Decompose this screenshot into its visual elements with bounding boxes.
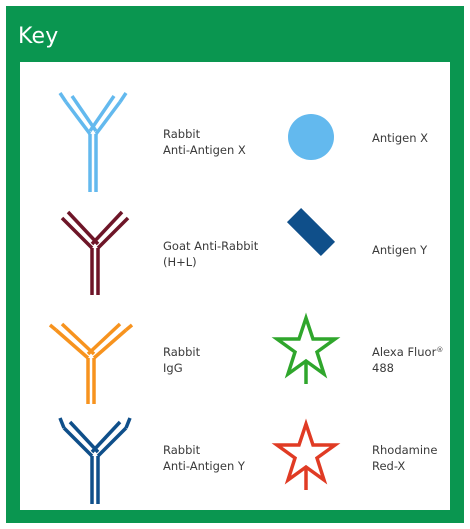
label-line: Rabbit (163, 443, 201, 457)
label-line: Antigen Y (372, 243, 428, 257)
label-line: (H+L) (163, 255, 197, 269)
rabbit-anti-antigen-y-icon (58, 417, 132, 504)
label-rabbit-anti-antigen-x: Rabbit Anti-Antigen X (163, 126, 246, 158)
label-rabbit-anti-antigen-y: Rabbit Anti-Antigen Y (163, 442, 245, 474)
rabbit-anti-antigen-x-icon (58, 92, 128, 192)
label-line: IgG (163, 361, 183, 375)
alexa-fluor-star-icon (271, 312, 341, 384)
label-line: 488 (372, 361, 394, 375)
registered-mark: ® (436, 346, 444, 354)
label-antigen-x: Antigen X (372, 130, 428, 146)
label-line: Alexa Fluor® (372, 344, 443, 360)
label-line: Goat Anti-Rabbit (163, 239, 259, 253)
rhodamine-star-icon (271, 418, 341, 490)
key-panel: Rabbit Anti-Antigen X Antigen X Goat Ant… (20, 62, 450, 510)
label-text: Alexa Fluor (372, 345, 437, 359)
label-line: Rhodamine (372, 443, 438, 457)
key-title: Key (18, 24, 59, 49)
antigen-y-rectangle-icon (286, 207, 336, 257)
label-rhodamine-red-x: Rhodamine Red-X (372, 442, 437, 474)
label-line: Anti-Antigen X (163, 143, 246, 157)
label-line: Anti-Antigen Y (163, 459, 245, 473)
label-line: Rabbit (163, 345, 201, 359)
label-alexa-fluor-488: Alexa Fluor® 488 (372, 344, 443, 376)
label-line: Red-X (372, 459, 406, 473)
label-line: Antigen X (372, 131, 429, 145)
antigen-x-circle-icon (288, 114, 334, 160)
label-line: Rabbit (163, 127, 201, 141)
rabbit-igg-icon (48, 322, 134, 404)
label-goat-anti-rabbit: Goat Anti-Rabbit (H+L) (163, 238, 258, 270)
label-rabbit-igg: Rabbit IgG (163, 344, 200, 376)
key-frame: Key Rabbit Anti-Antigen X Antigen X (6, 6, 464, 523)
label-antigen-y: Antigen Y (372, 242, 427, 258)
goat-anti-rabbit-icon (60, 210, 130, 295)
